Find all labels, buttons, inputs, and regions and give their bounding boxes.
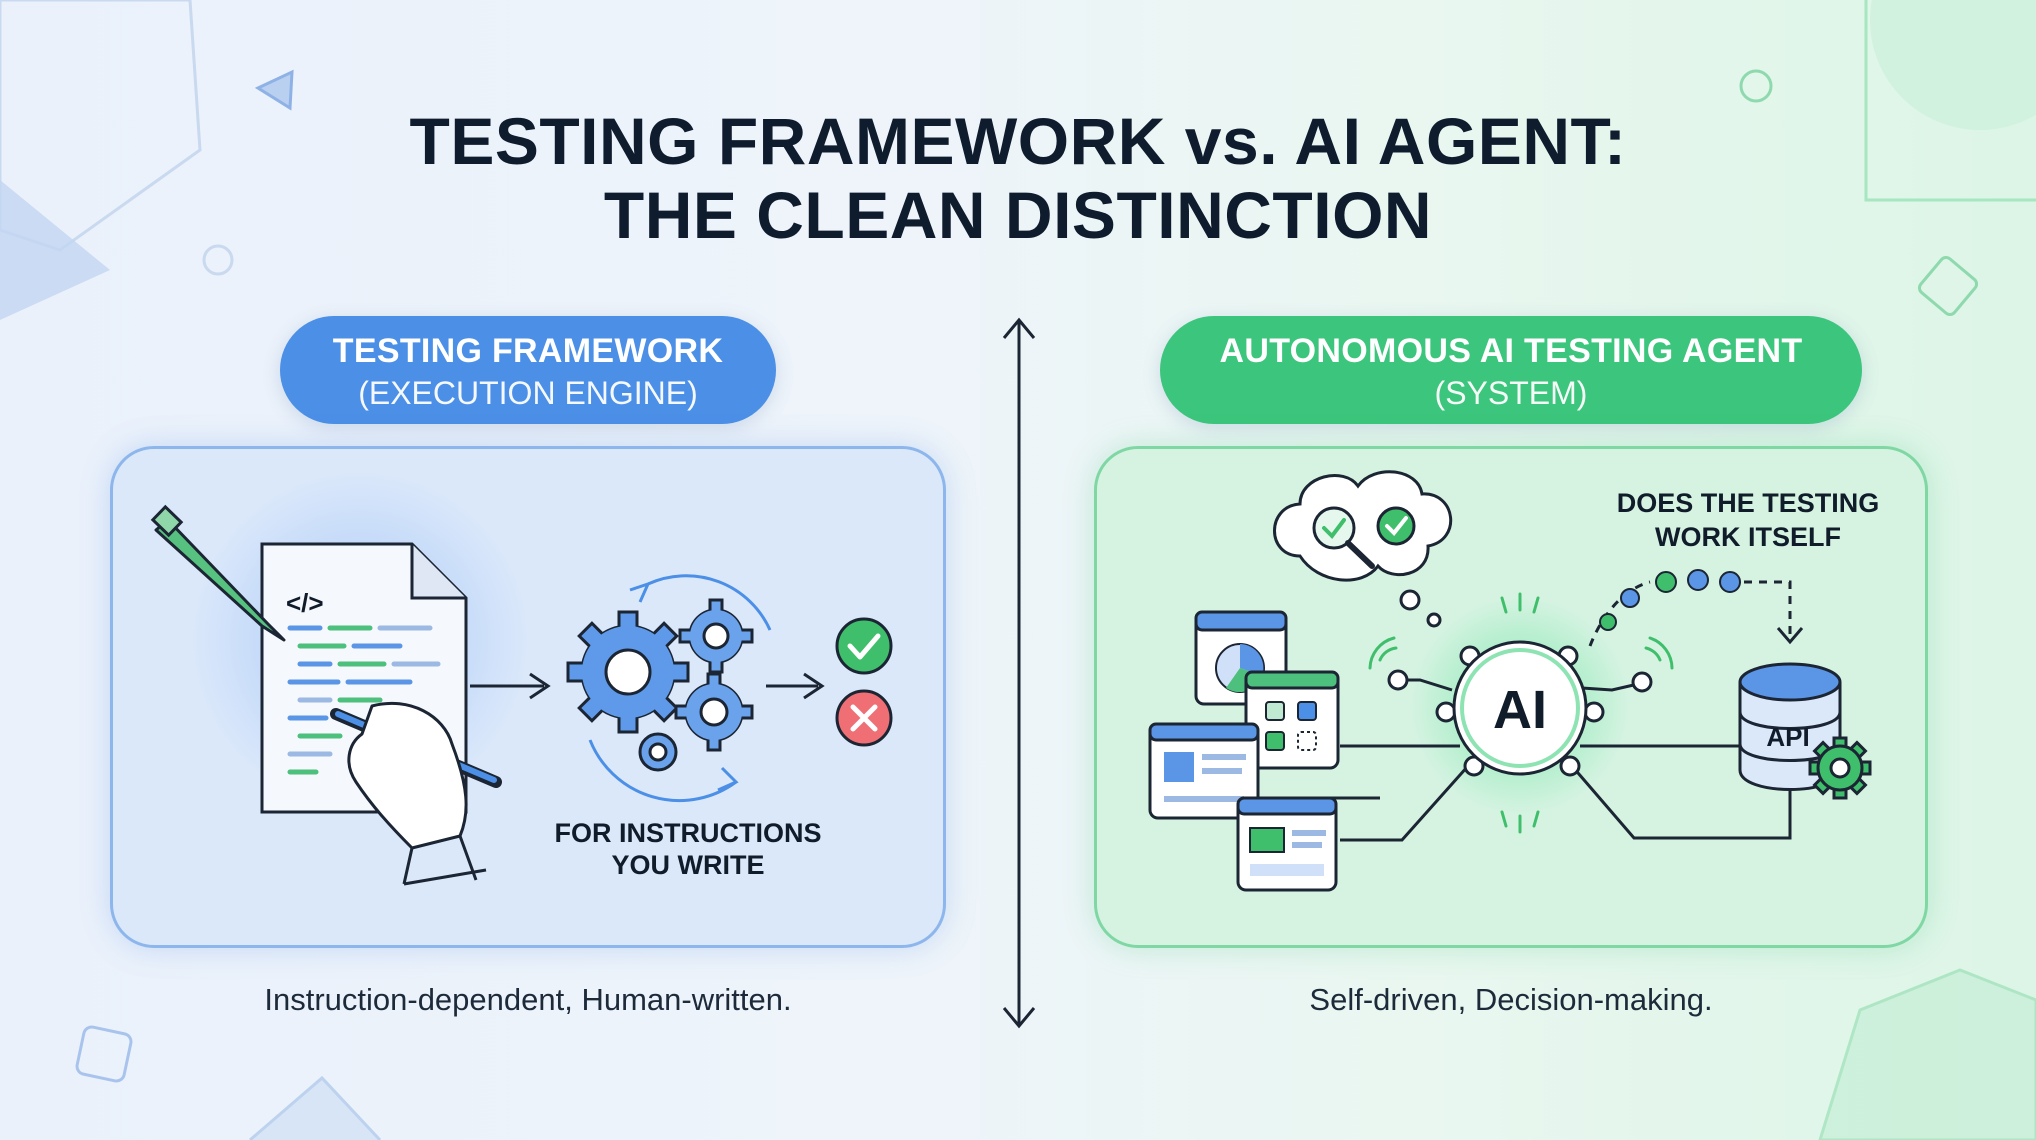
- browser-window-content: [1148, 722, 1260, 820]
- gear-icon: [1808, 736, 1872, 800]
- ai-brain-node-icon: AI: [1368, 592, 1674, 834]
- right-label-line-2: WORK ITSELF: [1655, 522, 1841, 552]
- browser-window-grid: [1244, 670, 1340, 770]
- check-circle-icon: [835, 617, 893, 675]
- agent-caption: Self-driven, Decision-making.: [1309, 982, 1713, 1017]
- right-label-line-1: DOES THE TESTING: [1617, 488, 1880, 518]
- testing-framework-pill-subtitle: (EXECUTION ENGINE): [358, 375, 698, 411]
- page-title: TESTING FRAMEWORK vs. AI AGENT: THE CLEA…: [0, 104, 2036, 252]
- hand-with-pen-icon: [330, 701, 502, 886]
- title-line-1: TESTING FRAMEWORK vs. AI AGENT:: [409, 104, 1627, 178]
- arrow-gears-to-results: [766, 672, 825, 700]
- api-database-icon: API: [1738, 662, 1842, 791]
- x-circle-icon: [835, 689, 893, 747]
- left-label-line-1: FOR INSTRUCTIONS: [555, 818, 822, 848]
- browser-window-chart: [1194, 610, 1288, 706]
- testing-framework-pill-title: TESTING FRAMEWORK: [332, 332, 724, 370]
- connection-lines: [1330, 744, 1792, 842]
- arrow-doc-to-gears: [470, 672, 551, 700]
- pencil-icon: [150, 504, 286, 642]
- thought-cloud-icon: [1273, 470, 1453, 628]
- code-tag-text: </>: [286, 588, 324, 618]
- left-label-line-2: YOU WRITE: [612, 850, 765, 880]
- decision-path-dots: [1588, 569, 1804, 647]
- gears-icon: [566, 574, 772, 803]
- ai-agent-pill-title: AUTONOMOUS AI TESTING AGENT: [1219, 332, 1803, 370]
- framework-caption: Instruction-dependent, Human-written.: [264, 982, 792, 1017]
- api-label: API: [1766, 722, 1809, 752]
- browser-window-icons: [1148, 610, 1340, 892]
- ai-label: AI: [1493, 680, 1547, 740]
- ai-agent-pill-subtitle: (SYSTEM): [1434, 375, 1588, 411]
- magnifier-check-icon: [1312, 506, 1416, 569]
- browser-window-form: [1236, 796, 1338, 892]
- testing-framework-pill: TESTING FRAMEWORK (EXECUTION ENGINE): [280, 316, 776, 424]
- ai-agent-pill: AUTONOMOUS AI TESTING AGENT (SYSTEM): [1160, 316, 1862, 424]
- divider-double-arrow: [1002, 317, 1036, 1029]
- title-line-2: THE CLEAN DISTINCTION: [603, 178, 1433, 252]
